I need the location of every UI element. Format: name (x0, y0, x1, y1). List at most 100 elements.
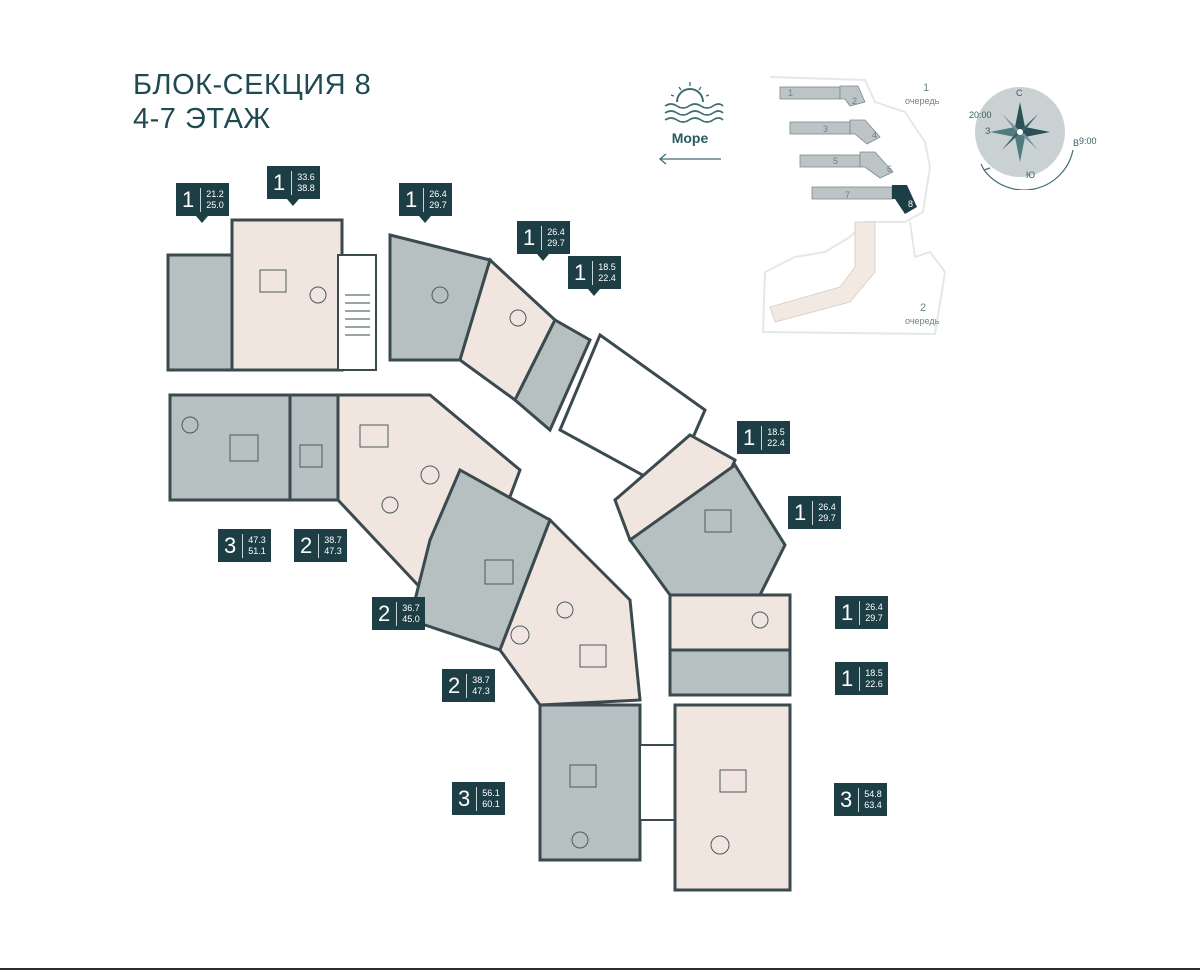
rooms-count: 2 (448, 673, 468, 698)
area-living: 18.5 (767, 426, 785, 437)
area-total: 63.4 (864, 799, 882, 810)
queue-1-number: 1 (923, 82, 930, 94)
area-living: 54.8 (864, 788, 882, 799)
floor-plan (166, 218, 792, 892)
key-block-3: 3 (823, 124, 829, 134)
title-line-1: БЛОК-СЕКЦИЯ 8 (133, 69, 372, 101)
key-block-4: 4 (872, 130, 878, 140)
key-block-1: 1 (788, 88, 794, 98)
title-line-2: 4-7 ЭТАЖ (133, 103, 271, 135)
compass-time-west: 20:00 (969, 110, 992, 120)
area-living: 26.4 (547, 226, 565, 237)
arrow-left-icon (658, 153, 721, 165)
compass-rose-icon (975, 87, 1074, 191)
area-total: 29.7 (547, 237, 565, 248)
rooms-count: 3 (224, 533, 244, 558)
rooms-count: 1 (574, 260, 594, 285)
complex-key-map: 1 2 3 4 5 6 7 8 1 очередь 2 очередь (755, 72, 955, 342)
unit-3-56.1 (538, 703, 642, 862)
unit-2-38.7-b (498, 517, 642, 707)
sea-direction: Море (655, 78, 725, 168)
area-total: 29.7 (865, 612, 883, 623)
unit-1-18.5-a (513, 317, 592, 433)
rooms-count: 1 (273, 170, 293, 195)
queue-2-label: очередь (905, 316, 940, 326)
rooms-count: 1 (182, 187, 202, 212)
rooms-count: 3 (458, 786, 478, 811)
stair-left (337, 254, 377, 371)
key-block-6: 6 (887, 164, 893, 174)
unit-1-33.6 (230, 218, 344, 372)
area-living: 38.7 (324, 534, 342, 545)
rooms-count: 1 (841, 600, 861, 625)
area-living: 56.1 (482, 787, 500, 798)
key-block-2: 2 (852, 96, 858, 106)
queue-1-label: очередь (905, 96, 940, 106)
rooms-count: 3 (840, 787, 860, 812)
unit-1-26.4-d (668, 593, 792, 652)
area-total: 51.1 (248, 545, 266, 556)
rooms-count: 1 (743, 425, 763, 450)
key-block-7: 7 (845, 190, 851, 200)
page-title: БЛОК-СЕКЦИЯ 8 4-7 ЭТАЖ (133, 68, 371, 136)
area-living: 36.7 (402, 602, 420, 613)
sea-label: Море (671, 130, 709, 146)
compass: С Ю В З 20:00 9:00 (955, 80, 1097, 191)
area-total: 29.7 (429, 199, 447, 210)
rooms-count: 2 (300, 533, 320, 558)
area-living: 18.5 (598, 261, 616, 272)
compass-west: З (985, 126, 991, 136)
compass-north: С (1016, 88, 1023, 98)
area-total: 47.3 (324, 545, 342, 556)
area-living: 21.2 (206, 188, 224, 199)
area-living: 26.4 (818, 501, 836, 512)
key-map-drawing (761, 76, 947, 336)
area-total: 22.4 (767, 437, 785, 448)
compass-time-east: 9:00 (1079, 136, 1097, 146)
sunset-waves-icon (664, 82, 724, 123)
area-total: 47.3 (472, 685, 490, 696)
area-total: 22.4 (598, 272, 616, 283)
area-total: 29.7 (818, 512, 836, 523)
bottom-divider (0, 968, 1200, 970)
rooms-count: 1 (841, 666, 861, 691)
unit-3-54.8 (673, 703, 792, 892)
area-total: 45.0 (402, 613, 420, 624)
unit-1-18.5-c (668, 648, 792, 697)
area-living: 38.7 (472, 674, 490, 685)
unit-2-36.7 (408, 467, 552, 652)
compass-east: В (1073, 138, 1080, 148)
area-total: 22.6 (865, 678, 883, 689)
area-living: 26.4 (865, 601, 883, 612)
rooms-count: 2 (378, 601, 398, 626)
area-living: 33.6 (297, 171, 315, 182)
compass-south: Ю (1026, 170, 1036, 180)
rooms-count: 1 (405, 187, 425, 212)
area-living: 26.4 (429, 188, 447, 199)
area-total: 38.8 (297, 182, 315, 193)
unit-1-21.2 (166, 253, 238, 372)
area-total: 25.0 (206, 199, 224, 210)
key-block-5: 5 (833, 156, 839, 166)
area-living: 18.5 (865, 667, 883, 678)
rooms-count: 1 (523, 225, 543, 250)
area-total: 60.1 (482, 798, 500, 809)
queue-2-number: 2 (920, 302, 927, 314)
area-living: 47.3 (248, 534, 266, 545)
rooms-count: 1 (794, 500, 814, 525)
